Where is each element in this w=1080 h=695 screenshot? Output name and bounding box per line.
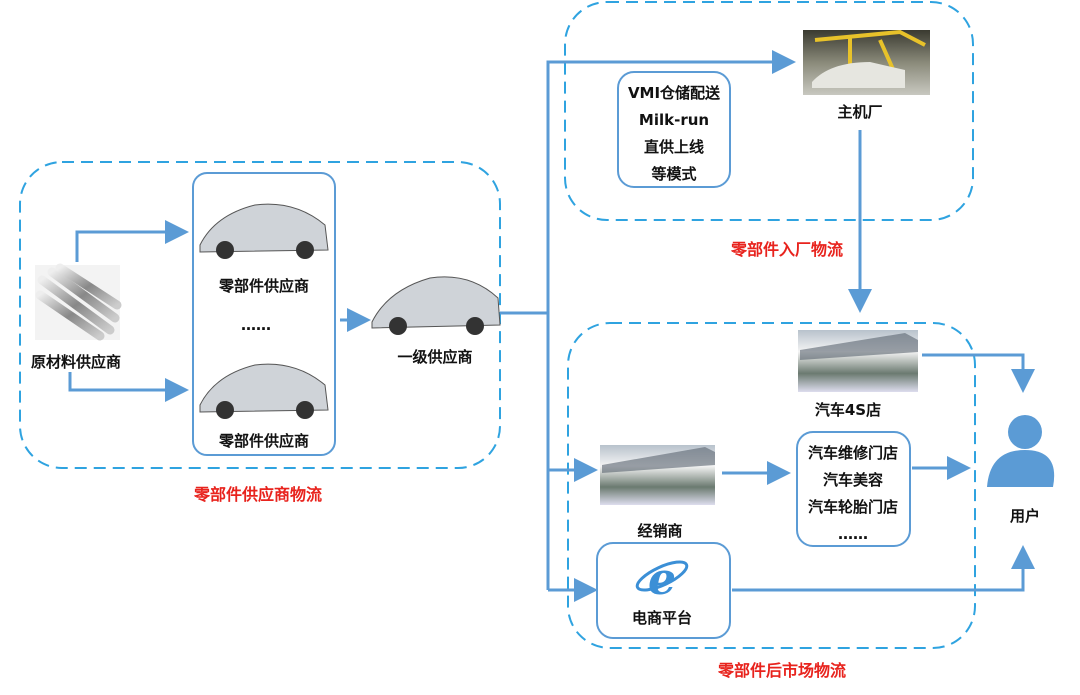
aftermarket-logistics-region: [567, 322, 976, 649]
car-cutaway-image: [199, 203, 329, 259]
arrow-to-oem: [546, 50, 796, 590]
parts-supplier-label-2: 零部件供应商: [218, 432, 309, 450]
car-cutaway-image: [371, 276, 501, 335]
arrow-4s-to-user: [922, 353, 1035, 393]
delivery-modes-box: [617, 71, 731, 188]
raw-material-supplier-label: 原材料供应商: [31, 353, 121, 371]
factory-image: [803, 29, 930, 95]
shop-tire: 汽车轮胎门店: [808, 498, 898, 516]
mode-etc: 等模式: [651, 165, 696, 183]
arrow-raw-to-supplier-2: [68, 372, 189, 402]
ellipsis-label: ……: [241, 316, 271, 334]
mode-direct: 直供上线: [644, 138, 704, 156]
shop-beauty: 汽车美容: [823, 471, 883, 489]
shop-more: ……: [838, 525, 868, 543]
shop-repair: 汽车维修门店: [808, 444, 898, 462]
supplier-logistics-title: 零部件供应商物流: [193, 485, 322, 504]
ecommerce-label: 电商平台: [632, 609, 692, 627]
tier1-supplier-label: 一级供应商: [397, 348, 472, 366]
inbound-logistics-region: [564, 1, 974, 221]
parts-supplier-label-1: 零部件供应商: [218, 277, 309, 295]
user-label: 用户: [1010, 507, 1040, 525]
arrow-ecommerce-to-user: [732, 545, 1035, 592]
4s-store-label: 汽车4S店: [815, 401, 881, 419]
svg-text:e: e: [648, 554, 676, 605]
mode-vmi: VMI仓储配送: [628, 84, 721, 102]
internet-explorer-icon: e: [635, 554, 689, 605]
steel-bars-image: [35, 263, 122, 341]
car-cutaway-image: [199, 363, 329, 419]
inbound-logistics-title: 零部件入厂物流: [730, 240, 843, 259]
4s-store-image: [798, 330, 918, 392]
mode-milk-run: Milk-run: [639, 111, 709, 129]
dealer-label: 经销商: [637, 522, 682, 540]
aftermarket-logistics-title: 零部件后市场物流: [717, 661, 846, 680]
dealer-image: [600, 445, 715, 505]
oem-label: 主机厂: [837, 103, 882, 121]
arrow-raw-to-supplier-1: [75, 220, 189, 262]
service-shops-box: [796, 431, 911, 547]
supplier-logistics-region: [19, 161, 501, 469]
ecommerce-box: [596, 542, 731, 639]
user-icon: [987, 415, 1055, 487]
